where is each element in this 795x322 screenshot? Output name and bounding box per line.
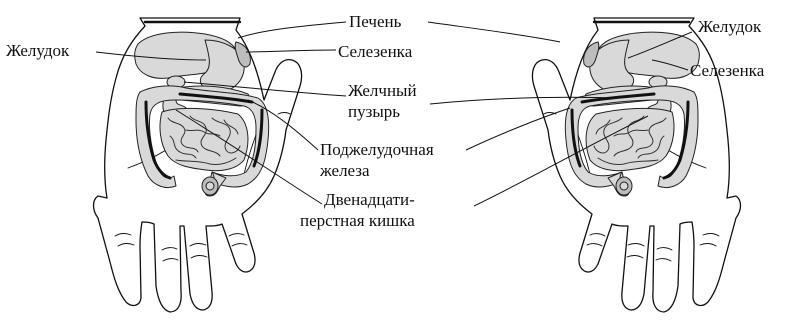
duodenum-label-line1: Двенадцати-: [324, 190, 415, 209]
spleen-label-right: Селезенка: [690, 61, 765, 80]
gallbladder-label-line1: Желчный: [348, 81, 417, 100]
duodenum-label-line2: перстная кишка: [300, 211, 415, 230]
gallbladder-label-line2: пузырь: [348, 102, 400, 121]
pancreas-label-line1: Поджелудочная: [320, 140, 434, 159]
stomach-label-right: Желудок: [698, 17, 762, 36]
liver-label: Печень: [349, 12, 402, 31]
pancreas-label-line2: железа: [319, 161, 370, 180]
stomach-label-left: Желудок: [6, 41, 70, 60]
spleen-label-center: Селезенка: [338, 42, 413, 61]
